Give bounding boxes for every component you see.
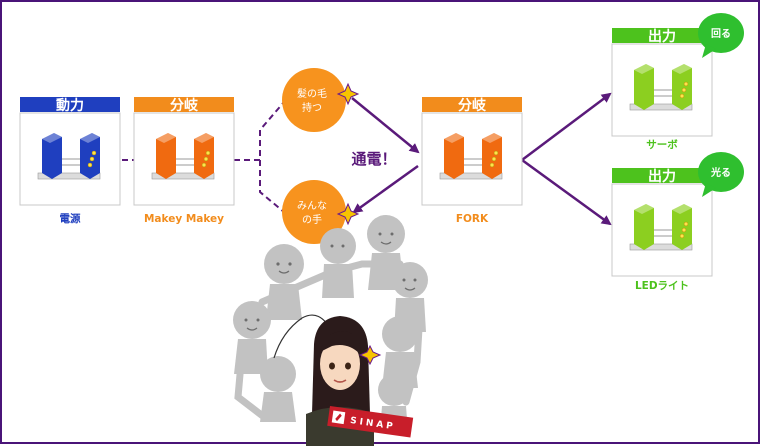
arrow-fork-hands	[352, 164, 419, 214]
circle-hair-shape	[282, 68, 346, 132]
person-figure	[320, 228, 356, 298]
block-servo-header	[612, 28, 712, 43]
circle-hands-shape	[282, 180, 346, 244]
block-makey-caption: Makey Makey	[144, 213, 224, 225]
block-power: 動力 電源	[19, 97, 121, 225]
block-servo-caption: サーボ	[646, 138, 678, 151]
block-led: 出力 LEDライト 光る	[611, 152, 744, 292]
block-fork-header	[422, 97, 522, 112]
bubble-servo: 回る	[698, 13, 744, 58]
block-servo: 出力 サーボ 回る	[611, 13, 744, 151]
spark-icon	[336, 202, 360, 226]
people-illustration	[233, 215, 428, 432]
bubble-led-text: 光る	[710, 166, 731, 179]
block-power-caption: 電源	[60, 212, 81, 225]
block-fork-title: 分岐	[458, 97, 487, 114]
arrow-hair-fork	[351, 97, 420, 154]
arrow-fork-led	[521, 158, 612, 226]
circle-hair-line1: 髪の毛	[297, 88, 327, 100]
arrow-fork-servo	[521, 92, 612, 161]
spark-icon	[358, 344, 382, 366]
circle-hands-line2: の手	[302, 213, 322, 226]
block-servo-title: 出力	[648, 28, 676, 45]
block-power-title: 動力	[56, 97, 84, 114]
bubble-servo-text: 回る	[711, 28, 731, 40]
block-fork-caption: FORK	[456, 213, 489, 225]
sinap-logo: SINAP	[327, 406, 414, 438]
connector-makey-hands	[259, 160, 285, 213]
person-figure	[260, 356, 296, 422]
bubble-led: 光る	[698, 152, 744, 197]
spark-icon	[336, 82, 360, 106]
block-fork: 分岐 FORK	[421, 97, 523, 225]
circle-hands: みんな の手	[282, 180, 360, 244]
block-power-header	[20, 97, 120, 112]
circle-hands-line1: みんな	[297, 200, 327, 212]
circle-hair-line2: 持つ	[302, 101, 322, 114]
block-led-caption: LEDライト	[635, 280, 689, 292]
block-led-title: 出力	[648, 168, 676, 185]
block-makey: 分岐 Makey Makey	[133, 97, 235, 225]
conduction-label: 通電！	[351, 150, 396, 168]
block-makey-header	[134, 97, 234, 112]
block-led-header	[612, 168, 712, 183]
person-figure	[264, 244, 304, 320]
connector-makey-hair	[234, 101, 285, 161]
hair-strand	[273, 314, 333, 359]
circle-hair: 髪の毛 持つ	[282, 68, 360, 132]
block-makey-title: 分岐	[170, 97, 199, 114]
